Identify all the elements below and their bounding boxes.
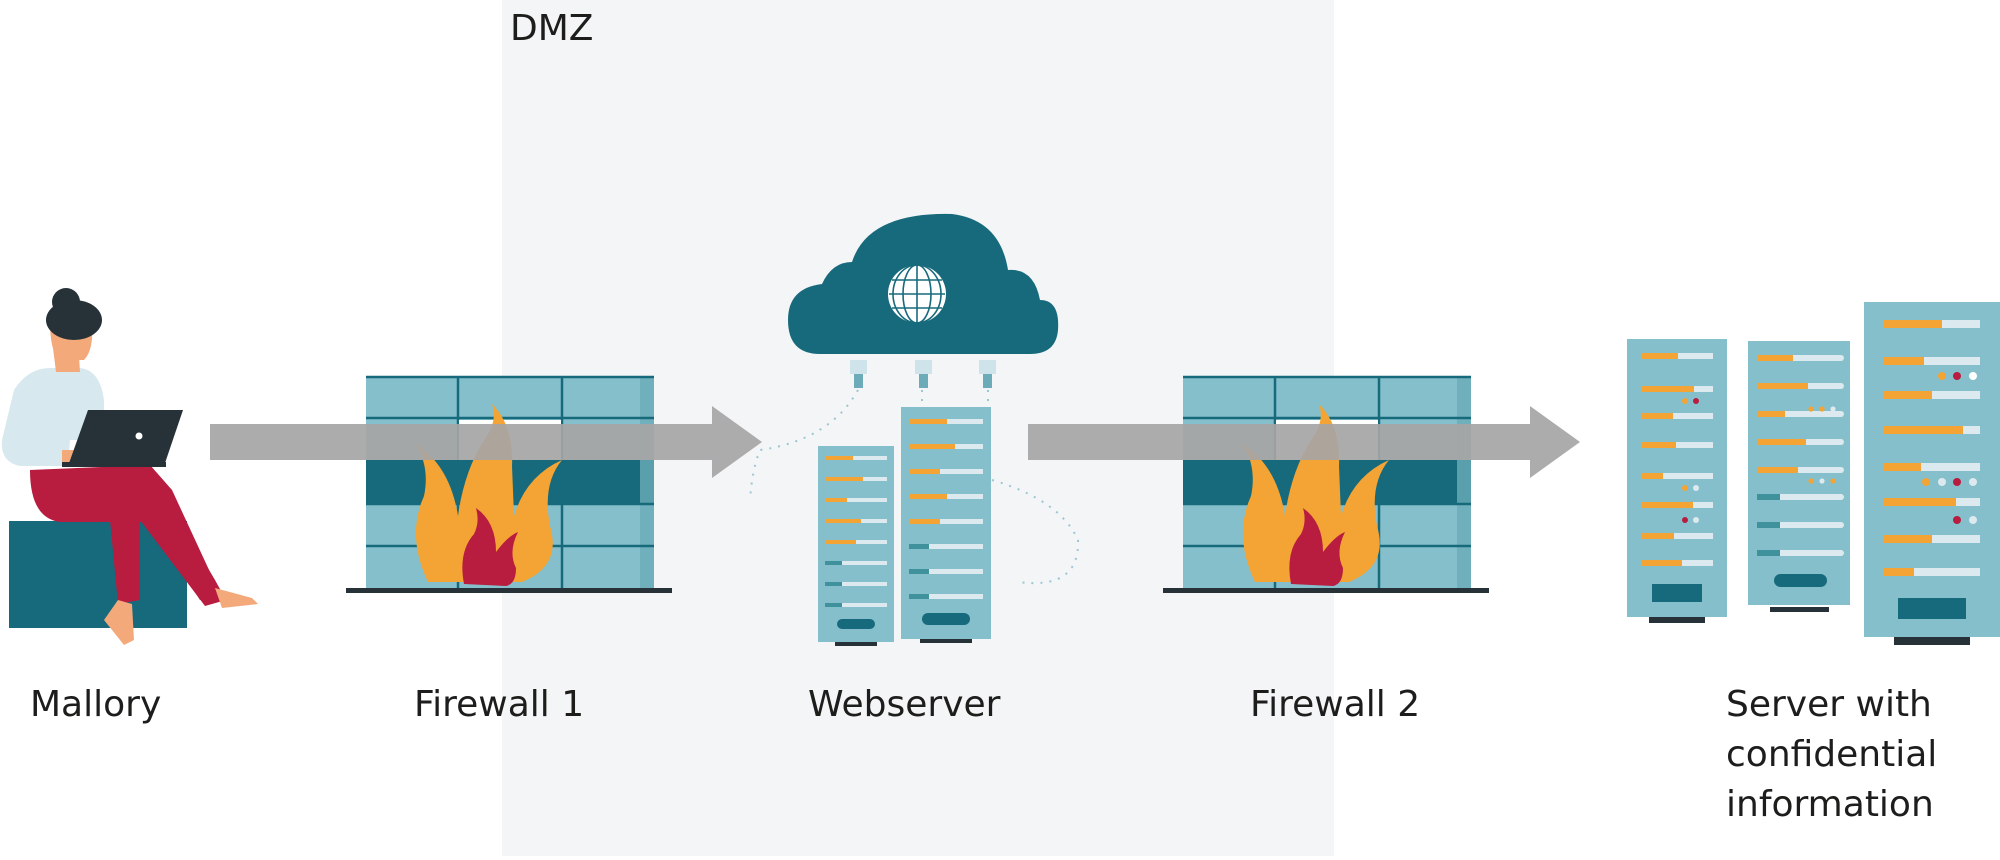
rack-foot <box>1649 617 1705 623</box>
rack-panel <box>1898 598 1966 619</box>
webserver-icon <box>749 213 1080 646</box>
foot-left <box>104 600 134 645</box>
server-rack <box>1748 341 1850 612</box>
confidential-server-label: Server with confidential information <box>1726 684 1938 825</box>
flame-inner <box>462 508 518 586</box>
server-rack <box>1627 339 1727 623</box>
laptop-base <box>62 462 166 467</box>
wall-row <box>366 376 654 418</box>
rack-foot <box>835 642 877 646</box>
hair-bun <box>52 288 80 316</box>
rack-foot <box>920 639 972 643</box>
flame-outer <box>415 404 562 582</box>
rack-panel <box>1652 584 1702 602</box>
wall-edge <box>640 376 654 588</box>
wall-base <box>346 588 672 593</box>
wall-edge <box>1457 376 1471 588</box>
leg-front <box>30 465 222 600</box>
globe-icon <box>888 264 946 324</box>
confidential-server-racks <box>1627 302 2000 645</box>
server-rack <box>901 407 991 643</box>
firewall-1-label: Firewall 1 <box>414 684 585 725</box>
dmz-label: DMZ <box>510 8 594 49</box>
firewall-2-icon <box>1163 375 1489 593</box>
torso <box>1 368 104 466</box>
flame-inner <box>1289 508 1345 586</box>
rack-panel <box>837 619 875 629</box>
webserver-label: Webserver <box>808 684 1001 725</box>
network-cables <box>749 389 1080 585</box>
arrow-webserver-to-server <box>1028 406 1580 478</box>
firewall-1-icon <box>346 375 672 593</box>
firewall-2-label: Firewall 2 <box>1250 684 1421 725</box>
server-rack <box>818 446 894 646</box>
cloud-connectors <box>850 360 996 388</box>
rack-foot <box>1770 607 1829 612</box>
rack-panel <box>1774 574 1827 587</box>
rack-bars <box>825 456 887 607</box>
flame-outer <box>1242 404 1389 582</box>
wall-row <box>1183 376 1471 418</box>
wall-base <box>1163 588 1489 593</box>
rack-foot <box>1894 637 1970 645</box>
server-rack <box>1864 302 2000 645</box>
rack-panel <box>922 613 970 625</box>
foot-right <box>215 588 258 608</box>
arrow-mallory-to-webserver <box>210 406 762 478</box>
laptop-logo <box>135 432 143 440</box>
mallory-figure <box>1 288 258 645</box>
mallory-label: Mallory <box>30 684 162 725</box>
laptop-icon <box>68 410 183 466</box>
